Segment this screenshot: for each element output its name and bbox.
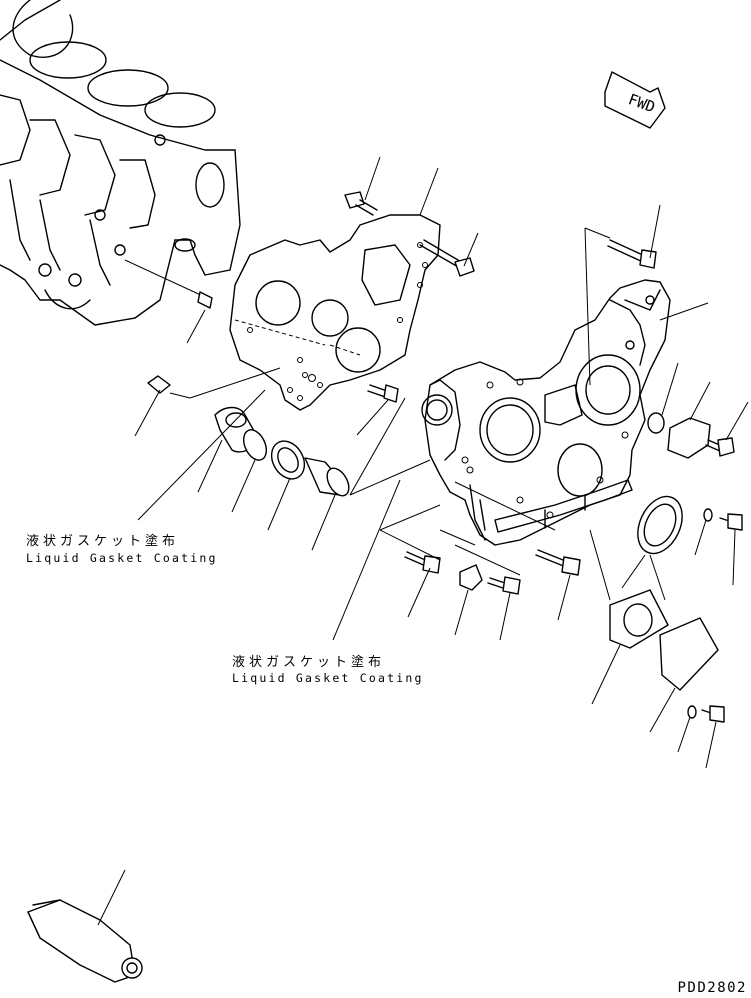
annotation-1-en: Liquid Gasket Coating bbox=[26, 551, 218, 565]
annotation-1-jp: 液状ガスケット塗布 bbox=[26, 534, 180, 549]
clamp bbox=[454, 564, 483, 636]
drawing-code: PDD2802 bbox=[677, 980, 747, 996]
bolts-cover-bottom bbox=[404, 549, 581, 641]
cover-plate bbox=[649, 617, 719, 733]
annotation-2-en: Liquid Gasket Coating bbox=[232, 671, 424, 685]
washer-bolt-right bbox=[694, 508, 743, 586]
annotation-2-jp: 液状ガスケット塗布 bbox=[232, 655, 386, 670]
small-cover bbox=[667, 381, 711, 459]
cover-plug bbox=[647, 362, 679, 434]
bolt-plate-top bbox=[344, 156, 381, 216]
cover-gasket bbox=[591, 589, 669, 705]
front-plate bbox=[229, 214, 441, 411]
washer-bolt-lower bbox=[677, 705, 725, 769]
bolt-plate-right bbox=[419, 232, 479, 277]
gasket-tube bbox=[27, 869, 143, 983]
dowel-pin bbox=[134, 375, 171, 437]
seal-plug-right bbox=[267, 440, 350, 551]
fwd-arrow: FWD bbox=[604, 71, 666, 129]
bolt-plate-bottom bbox=[356, 384, 399, 436]
bolt-small-cover bbox=[705, 401, 749, 457]
gear-case bbox=[421, 279, 671, 546]
oil-seal bbox=[621, 495, 683, 589]
engine-block bbox=[0, 0, 241, 326]
bolt-long-top bbox=[607, 204, 661, 269]
gear-case-flange bbox=[469, 479, 633, 541]
seal-plug-left bbox=[197, 406, 268, 513]
